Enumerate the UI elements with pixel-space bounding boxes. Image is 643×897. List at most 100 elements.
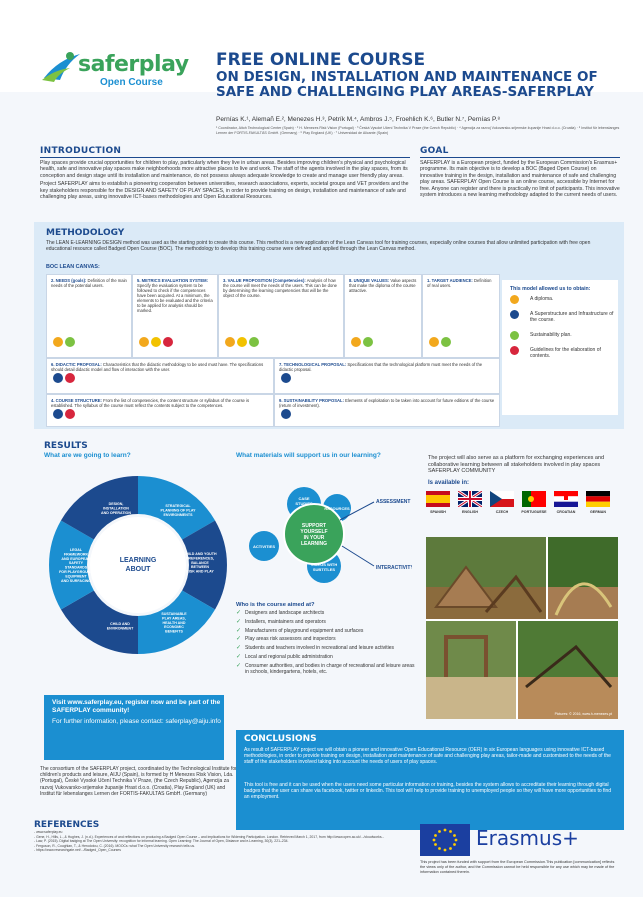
reference-item: - Gene, H., Hills, L., & Hughes, J. (n.d… (34, 834, 385, 839)
dot (441, 337, 451, 347)
reference-item[interactable]: - https://www.researchgate.net/.../Badge… (34, 848, 121, 853)
dot (65, 409, 75, 419)
language-label: CROATIAN (556, 510, 576, 514)
audience-item: ✓Play areas risk assessors and inspector… (236, 636, 336, 643)
authors: Pernías K.¹, Alemañ E.², Menezes H.³, Pe… (216, 116, 501, 123)
check-icon: ✓ (236, 627, 242, 634)
affiliations: ¹ Coordinator, Aitoh Technological Cente… (216, 126, 620, 135)
erasmus-label: Erasmus+ (476, 826, 579, 850)
materials-assessment: ASSESSMENT (376, 499, 410, 505)
box-title: 1. TARGET AUDIENCE: (427, 278, 473, 283)
reference-item[interactable]: - www.saferplay.eu (34, 830, 63, 834)
intro-paragraph-2: Project SAFERPLAY aims to establish a pi… (40, 181, 409, 201)
visit-text[interactable]: Visit www.saferplay.eu, register now and… (52, 699, 221, 714)
box-title: 4. COURSE STRUCTURE: (51, 398, 102, 403)
czech-flag-icon (490, 491, 514, 507)
box-text: Characteristics that the didactic method… (51, 362, 264, 372)
box-text: Definition of real users. (427, 278, 492, 288)
spain-flag-icon (426, 491, 450, 507)
dot (53, 373, 63, 383)
canvas-box-technological: 7. TECHNOLOGICAL PROPOSAL: Specification… (274, 358, 500, 394)
box-text: Definition of the main needs of the pote… (51, 278, 127, 288)
methodology-text: The LEAN E-LEARNING DESIGN method was us… (46, 240, 591, 253)
reference-item: - Law, P. (2015). Digital badging at The… (34, 839, 289, 844)
dot (65, 373, 75, 383)
wheel-center-label: LEARNING (120, 557, 157, 564)
conclusions-section: CONCLUSIONS As result of SAFERPLAY proje… (236, 730, 624, 830)
dot (225, 337, 235, 347)
canvas-box-target: 1. TARGET AUDIENCE: Definition of real u… (422, 274, 500, 358)
arrow-interactivity (341, 545, 375, 567)
contact-text[interactable]: For further information, please contact:… (52, 718, 221, 725)
box-title: 2. NEEDS (goals): (51, 278, 87, 283)
logo-name: saferplay (78, 52, 189, 77)
language-label: ENGLISH (462, 510, 478, 514)
dot (53, 409, 63, 419)
available-heading: Is available in: (428, 480, 470, 486)
audience-list: Who is the course aimed at? ✓Designers a… (236, 602, 416, 678)
materials-node-activities (249, 531, 279, 561)
saferplay-logo: saferplay Open Course (40, 50, 220, 90)
box-text: From the list of competencies, the conte… (51, 398, 250, 408)
check-icon: ✓ (236, 636, 242, 643)
playground-photos: Pictures: © 2016, www.h-menezes.pt (426, 537, 618, 719)
box-text: Analysis of how the course will meet the… (223, 278, 337, 298)
canvas-box-needs: 2. NEEDS (goals): Definition of the main… (46, 274, 132, 358)
legend-title: This model allowed us to obtain: (510, 286, 591, 292)
wheel-segment (181, 520, 227, 610)
language-label: GERMAN (590, 510, 606, 514)
logo-figure-icon (42, 52, 80, 82)
uk-flag-icon (458, 491, 482, 507)
audience-item: ✓Local and regional public administratio… (236, 653, 333, 660)
box-title: 8. UNIQUE VALUES: (349, 278, 390, 283)
arrow-assessment (339, 501, 375, 521)
community-text: The project will also serve as a platfor… (428, 455, 605, 475)
dot (363, 337, 373, 347)
eu-disclaimer: This project has been funded with suppor… (420, 860, 615, 874)
logo-sub: Open Course (100, 77, 163, 88)
materials-label-resources: RESOURCES (324, 506, 350, 511)
wheel-segment (60, 589, 139, 654)
results-question-learn: What are we going to learn? (44, 452, 131, 459)
title-line2: ON DESIGN, INSTALLATION AND MAINTENANCE … (216, 69, 598, 100)
dot (249, 337, 259, 347)
audience-item: ✓Installers, maintainers and operators (236, 618, 326, 625)
legend-item: Guidelines for the elaboration of conten… (510, 346, 618, 359)
box-title: 6. DIDACTIC PROPOSAL: (51, 362, 102, 367)
wheel-center (90, 517, 186, 613)
audience-item: ✓Designers and landscape architects (236, 610, 325, 616)
canvas-box-metrics: 5. METRICS EVALUATION SYSTEM: Specify th… (132, 274, 218, 358)
legend-label: Sustainability plan. (530, 332, 572, 338)
legend-label: Guidelines for the elaboration of conten… (530, 347, 601, 359)
wheel-segment (60, 476, 139, 541)
audience-item: ✓Consumer authorities, and bodies in cha… (236, 662, 415, 675)
consortium-text: The consortium of the SAFERPLAY project,… (40, 766, 237, 797)
dot (65, 337, 75, 347)
check-icon: ✓ (236, 618, 242, 625)
box-title: 5. METRICS EVALUATION SYSTEM: (137, 278, 209, 283)
conclusions-heading: CONCLUSIONS (244, 734, 317, 744)
results-heading: RESULTS (44, 441, 88, 451)
language-label: PORTUGUESE (521, 510, 547, 514)
canvas-legend: This model allowed us to obtain: A diplo… (502, 280, 618, 415)
box-text: Specify the evaluation system to be foll… (137, 283, 213, 313)
canvas-box-value: 3. VALUE PROPOSITION (Competencies): Ana… (218, 274, 344, 358)
dot (139, 337, 149, 347)
legend-item: Sustainability plan. (510, 331, 618, 340)
legend-label: A Superstructure and Infrastructure of t… (530, 311, 614, 323)
legend-dot (510, 346, 519, 355)
title-line1: FREE ONLINE COURSE (216, 50, 426, 70)
materials-center (283, 503, 345, 565)
wheel-segment (137, 476, 216, 541)
wheel-segment (137, 589, 216, 654)
language-label: SPANISH (430, 510, 446, 514)
check-icon: ✓ (236, 662, 242, 669)
dot (429, 337, 439, 347)
